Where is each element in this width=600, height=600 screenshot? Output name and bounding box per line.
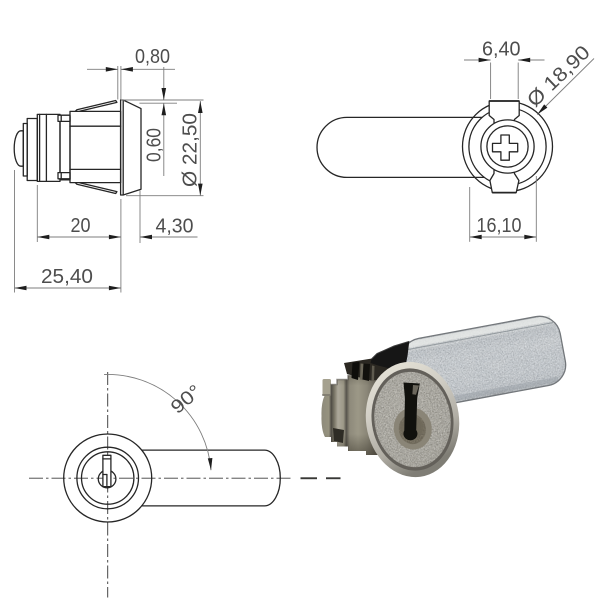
svg-text:0,80: 0,80: [135, 46, 170, 68]
svg-text:16,10: 16,10: [477, 215, 522, 237]
svg-text:6,40: 6,40: [482, 39, 521, 61]
svg-text:25,40: 25,40: [41, 266, 93, 288]
svg-text:4,30: 4,30: [156, 216, 194, 238]
svg-text:0,60: 0,60: [144, 128, 166, 162]
svg-text:20: 20: [71, 215, 91, 237]
svg-text:Ø 22,50: Ø 22,50: [180, 113, 202, 187]
